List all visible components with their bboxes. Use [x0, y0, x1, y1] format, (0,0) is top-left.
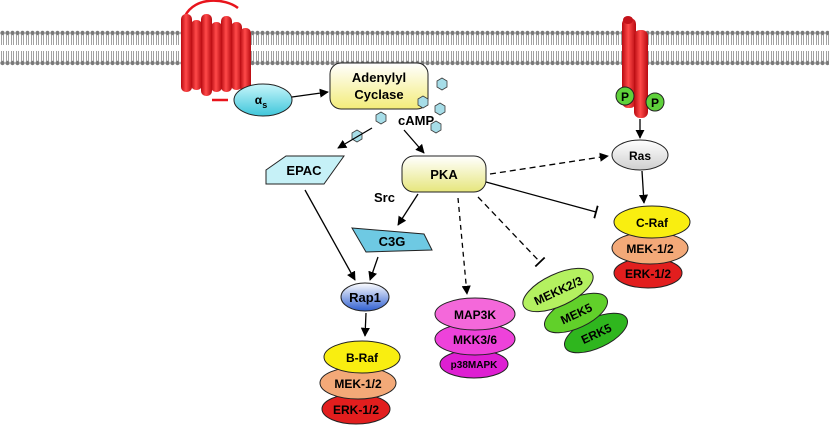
map3k-node [434, 297, 516, 331]
braf-label: B-Raf [346, 351, 379, 365]
mkk36-label: MKK3/6 [453, 333, 497, 347]
mek12-left-label: MEK-1/2 [334, 377, 382, 391]
phospho-2-label: P [651, 96, 659, 110]
rap1-label: Rap1 [349, 290, 381, 305]
phospho-2 [645, 92, 665, 112]
c3g-node [351, 227, 433, 253]
alpha-s-label: αs [255, 93, 267, 110]
arrow-pka-to-ras [489, 152, 609, 175]
erk12-right-label: ERK-1/2 [625, 267, 671, 281]
camp-label: cAMP [398, 113, 434, 128]
arrow-camp-to-epac [337, 127, 373, 149]
phospho-1 [615, 86, 635, 106]
rap1-node [340, 282, 390, 312]
inhibit-pka-to-craf [485, 181, 599, 219]
arrow-ras-to-craf [638, 170, 649, 204]
erk12-left-label: ERK-1/2 [333, 403, 379, 417]
mekk23-node [522, 267, 594, 313]
pathway-arrows [291, 88, 649, 337]
inhibit-pka-to-mekk23 [477, 196, 546, 268]
adenylyl-label: Adenylyl [352, 70, 406, 85]
arrow-alpha-to-ac [291, 88, 329, 98]
arrow-camp-to-pka [403, 129, 425, 154]
arrow-c3g-to-rap1 [368, 256, 379, 281]
src-label: Src [374, 190, 395, 205]
arrow-epac-to-rap1 [304, 189, 356, 281]
ras-label: Ras [629, 149, 651, 163]
epac-label: EPAC [286, 163, 322, 178]
epac-node [265, 155, 345, 185]
phospho-1-label: P [621, 90, 629, 104]
cell-membrane [0, 30, 829, 66]
arrow-pka-to-c3g [397, 193, 419, 226]
camp-molecules [351, 77, 448, 143]
pka-node [401, 155, 487, 193]
braf-node [323, 340, 401, 374]
c3g-label: C3G [379, 234, 406, 249]
adenylyl-cyclase-node [329, 62, 429, 110]
arrow-rap1-to-braf [360, 312, 370, 337]
craf-label: C-Raf [636, 216, 669, 230]
gpcr-receptor [181, 0, 251, 102]
alpha-s-node [233, 83, 293, 117]
ras-node [611, 139, 669, 171]
arrow-pka-to-map3k [457, 197, 471, 295]
rtk-receptor [622, 16, 648, 118]
mek12-right-label: MEK-1/2 [626, 242, 674, 256]
craf-node [613, 205, 691, 239]
pka-label: PKA [430, 167, 458, 182]
cyclase-label: Cyclase [354, 87, 403, 102]
map3k-label: MAP3K [454, 308, 496, 322]
p38mapk-label: p38MAPK [451, 360, 498, 371]
